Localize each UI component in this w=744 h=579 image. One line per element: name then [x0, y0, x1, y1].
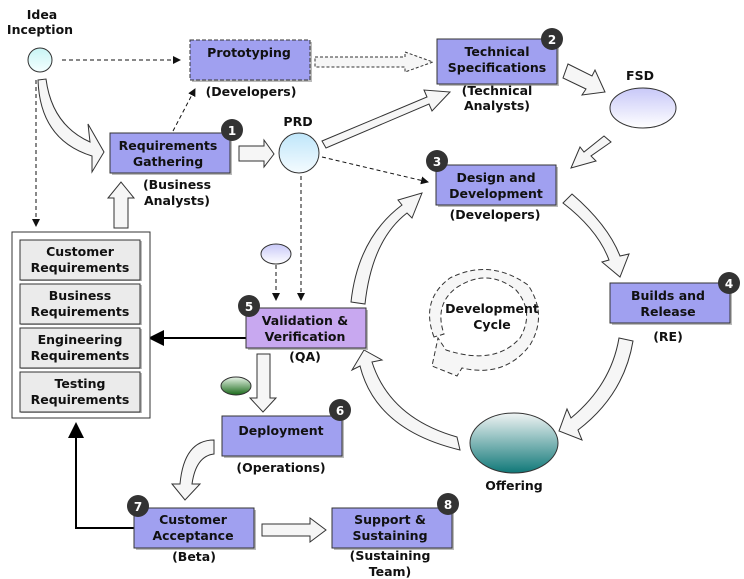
- curved-arrow: [350, 192, 423, 305]
- box-label: Specifications: [448, 60, 546, 75]
- box-label: Sustaining: [352, 528, 427, 543]
- box-label: Design and: [456, 170, 535, 185]
- item-label: Requirements: [31, 392, 130, 407]
- curved-arrow: [37, 78, 105, 174]
- prototyping-box[interactable]: Prototyping: [189, 39, 312, 82]
- box-label: Prototyping: [207, 45, 291, 60]
- requirements-gathering-box[interactable]: Requirements Gathering: [109, 132, 232, 175]
- idea-label: Idea: [27, 7, 58, 22]
- role-label: (Operations): [236, 460, 325, 475]
- validation-verification-box[interactable]: Validation & Verification: [245, 307, 368, 350]
- step-number: 6: [336, 404, 344, 418]
- fsd-label: FSD: [626, 68, 654, 83]
- step-number: 3: [433, 155, 441, 169]
- item-label: Requirements: [31, 260, 130, 275]
- curved-arrow: [562, 193, 630, 278]
- customer-acceptance-box[interactable]: Customer Acceptance: [133, 507, 256, 550]
- box-label: Gathering: [133, 154, 203, 169]
- block-arrow: [106, 181, 136, 229]
- dashed-block-arrow: [314, 51, 435, 73]
- item-label: Engineering: [38, 332, 123, 347]
- offering-node: [469, 412, 559, 474]
- step-badge: [426, 150, 448, 172]
- idea-node: [27, 47, 53, 73]
- connector: [321, 156, 429, 185]
- step-badge: [238, 295, 260, 317]
- fsd-node: [609, 87, 677, 129]
- role-label: (Developers): [450, 207, 541, 222]
- step-number: 7: [134, 500, 142, 514]
- role-label: Team): [369, 564, 412, 579]
- curved-arrow: [170, 439, 215, 501]
- step-badge: [221, 119, 243, 141]
- output-node: [220, 376, 252, 396]
- block-arrow: [238, 138, 275, 169]
- curved-arrow: [558, 337, 634, 441]
- connector: [172, 88, 196, 132]
- block-arrow: [248, 353, 278, 413]
- step-badge: [541, 28, 563, 50]
- item-label: Testing: [55, 376, 106, 391]
- item-label: Requirements: [31, 304, 130, 319]
- block-arrow: [321, 89, 452, 149]
- role-label: (Business: [143, 177, 211, 192]
- step-number: 2: [548, 33, 556, 47]
- step-number: 8: [444, 498, 452, 512]
- box-label: Customer: [159, 512, 228, 527]
- box-label: Validation &: [262, 313, 348, 328]
- support-sustaining-box[interactable]: Support & Sustaining: [331, 507, 454, 550]
- dev-cycle-label: Development: [445, 301, 539, 316]
- step-badge: [329, 399, 351, 421]
- step-number: 5: [245, 300, 253, 314]
- builds-release-box[interactable]: Builds and Release: [609, 282, 732, 325]
- prd-label: PRD: [283, 114, 312, 129]
- role-label: (Technical: [462, 83, 533, 98]
- role-label: Analysts): [464, 98, 530, 113]
- role-label: (RE): [653, 329, 683, 344]
- step-badge: [127, 495, 149, 517]
- idea-label: Inception: [7, 22, 73, 37]
- requirement-item-business[interactable]: Business Requirements: [19, 283, 142, 325]
- technical-specifications-box[interactable]: Technical Specifications: [436, 38, 559, 86]
- input-node: [260, 243, 292, 265]
- role-label: (Sustaining: [350, 548, 431, 563]
- offering-label: Offering: [485, 478, 543, 493]
- feedback-arrow: [68, 422, 134, 529]
- box-label: Verification: [265, 329, 346, 344]
- role-label: Analysts): [144, 193, 210, 208]
- box-label: Builds and: [631, 288, 705, 303]
- role-label: (Developers): [206, 84, 297, 99]
- requirement-item-testing[interactable]: Testing Requirements: [19, 371, 142, 413]
- dev-cycle-label: Cycle: [473, 317, 511, 332]
- box-label: Technical: [465, 44, 530, 59]
- requirement-item-engineering[interactable]: Engineering Requirements: [19, 327, 142, 369]
- role-label: (QA): [289, 349, 321, 364]
- box-label: Support &: [354, 512, 426, 527]
- deployment-box[interactable]: Deployment: [221, 415, 344, 458]
- step-badge: [718, 272, 740, 294]
- box-label: Development: [449, 186, 543, 201]
- step-number: 1: [228, 124, 236, 138]
- box-label: Deployment: [238, 423, 323, 438]
- box-label: Requirements: [119, 138, 218, 153]
- prd-node: [278, 132, 320, 174]
- step-number: 4: [725, 277, 733, 291]
- block-arrow: [570, 135, 612, 169]
- block-arrow: [562, 63, 606, 96]
- dev-cycle-arrow: [429, 269, 539, 377]
- box-label: Release: [640, 304, 695, 319]
- block-arrow: [261, 517, 327, 543]
- item-label: Customer: [46, 244, 115, 259]
- step-badge: [437, 493, 459, 515]
- requirement-item-customer[interactable]: Customer Requirements: [19, 239, 142, 281]
- box-label: Acceptance: [152, 528, 233, 543]
- item-label: Requirements: [31, 348, 130, 363]
- item-label: Business: [49, 288, 111, 303]
- role-label: (Beta): [172, 549, 216, 564]
- design-development-box[interactable]: Design and Development: [435, 164, 558, 207]
